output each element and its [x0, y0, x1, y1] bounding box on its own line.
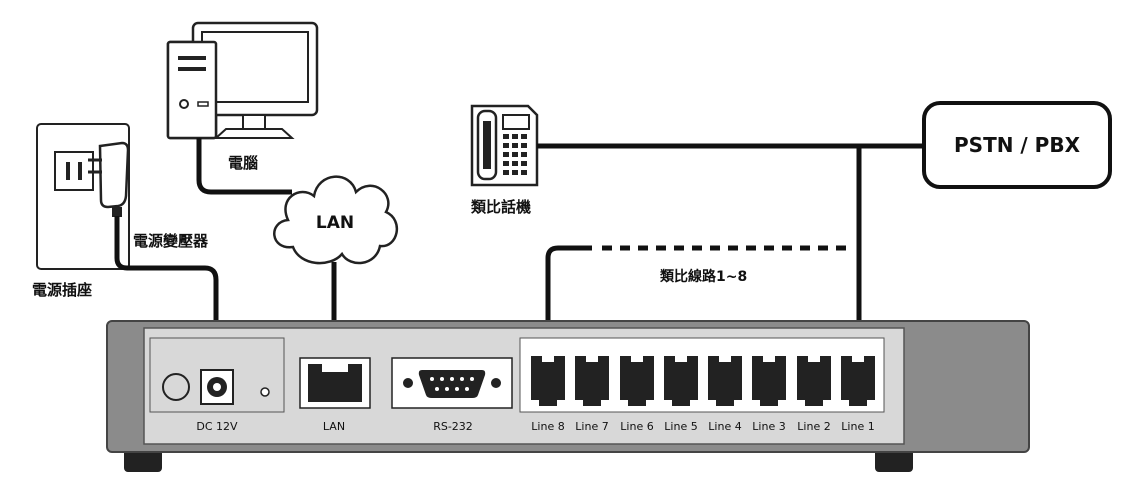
computer-lan-cable — [196, 138, 292, 195]
line-label-8: Line 8 — [531, 420, 564, 433]
line-port-1 — [531, 356, 565, 406]
power-cable — [114, 216, 219, 372]
computer-icon — [166, 21, 319, 140]
power-adapter-icon — [88, 141, 130, 217]
line-label-2: Line 2 — [797, 420, 830, 433]
line-port-4 — [664, 356, 698, 406]
lan-port — [299, 357, 371, 409]
line8-cable — [545, 245, 592, 364]
line-label-6: Line 6 — [620, 420, 653, 433]
status-led — [260, 387, 270, 397]
pstn-pbx-box — [922, 101, 1112, 189]
line-port-8 — [841, 356, 875, 406]
line-port-6 — [752, 356, 786, 406]
lan-cloud-label: LAN — [316, 213, 354, 233]
line-label-4: Line 4 — [708, 420, 741, 433]
lan-cloud-icon — [273, 175, 399, 265]
line-port-5 — [708, 356, 742, 406]
power-outlet-label: 電源插座 — [32, 281, 92, 299]
dc-jack — [200, 369, 234, 405]
line-label-1: Line 1 — [841, 420, 874, 433]
rs232-port-label: RS-232 — [433, 420, 473, 433]
line-label-3: Line 3 — [752, 420, 785, 433]
gateway-device — [106, 320, 1030, 472]
analog-lines-label: 類比線路1~8 — [659, 268, 747, 285]
analog-phone-icon — [470, 104, 539, 187]
line-label-5: Line 5 — [664, 420, 697, 433]
lan-port-label: LAN — [323, 420, 345, 433]
rs232-port — [391, 357, 513, 409]
dc-port-label: DC 12V — [196, 420, 238, 433]
analog-phone-label: 類比話機 — [470, 198, 531, 216]
line-port-7 — [797, 356, 831, 406]
reset-button — [162, 373, 190, 401]
line-label-7: Line 7 — [575, 420, 608, 433]
line-port-3 — [620, 356, 654, 406]
power-adapter-label: 電源變壓器 — [133, 232, 209, 250]
line-port-2 — [575, 356, 609, 406]
pstn-pbx-label: PSTN / PBX — [954, 133, 1081, 157]
computer-label: 電腦 — [228, 154, 258, 172]
